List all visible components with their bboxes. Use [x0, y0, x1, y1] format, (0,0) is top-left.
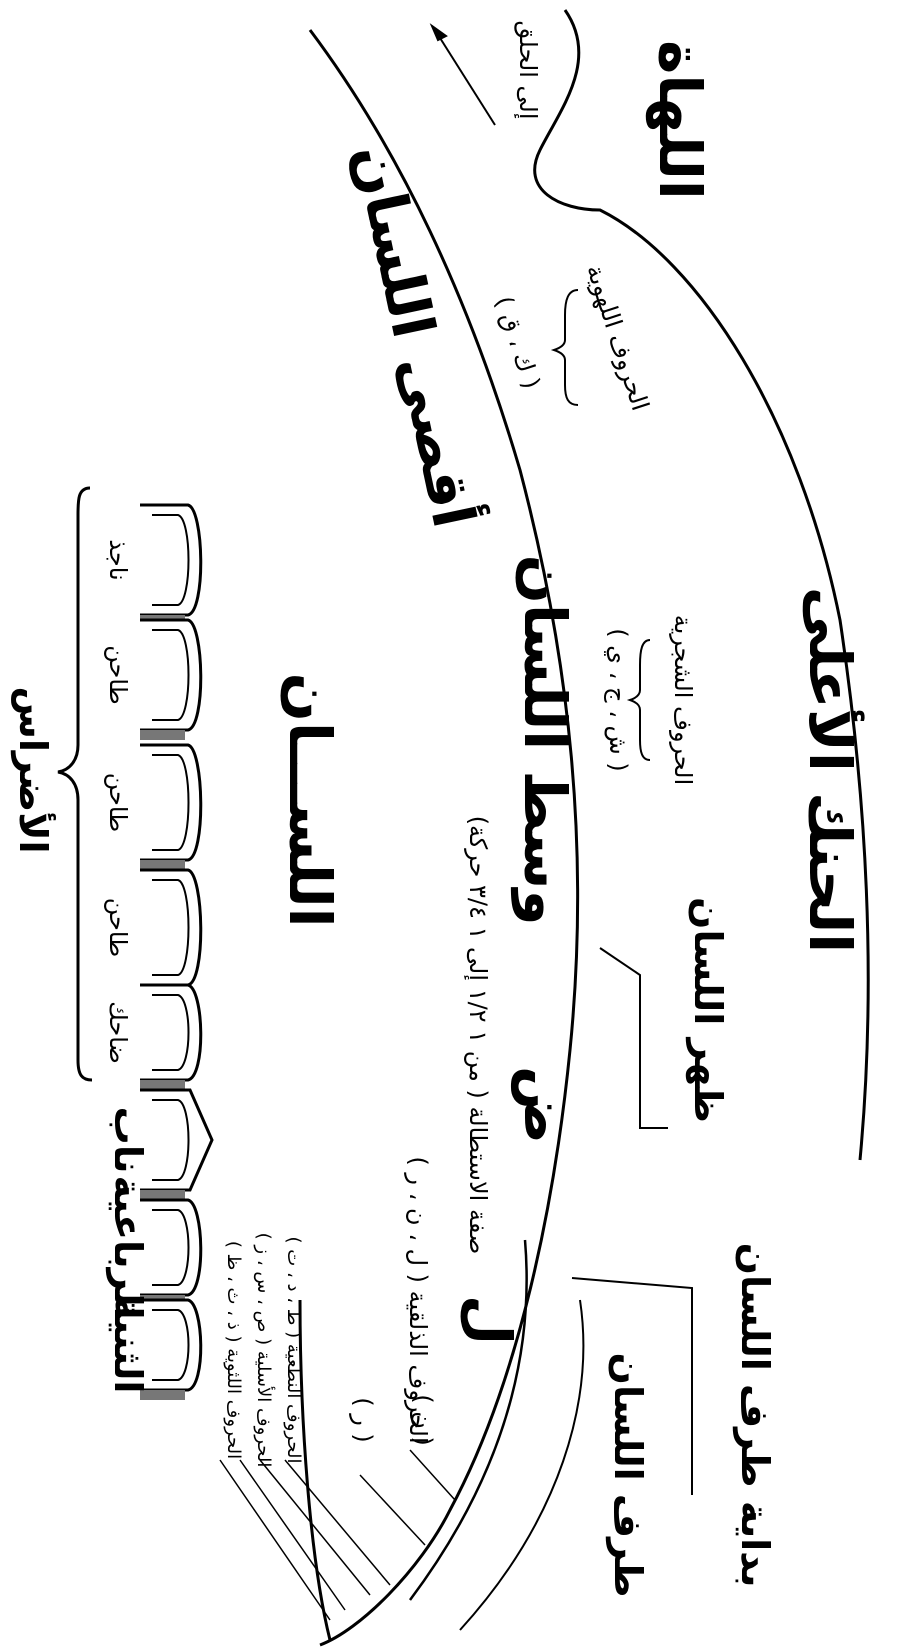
tooth-molar-2-label: طاحن — [104, 645, 132, 705]
tongue-back-label: أقصى اللسان — [341, 137, 492, 533]
uvular-brace — [554, 290, 578, 405]
to-throat-label: إلى الحلق — [513, 20, 542, 119]
molars-brace — [58, 488, 92, 1080]
tooth-molar-3-label: ناجذ — [104, 539, 132, 580]
tooth-molar-3 — [140, 505, 201, 625]
uvula-label: اللهاة — [645, 40, 714, 200]
interdental-group: ( ذ ، ث ، ظ ) الحروف اللثوية — [223, 1241, 244, 1459]
dorsum-pointer — [600, 948, 668, 1128]
palatal-heading: الحروف الشجرية — [669, 615, 697, 785]
alveolar-group: ( ط ، د ، ت ) الحروف النطعية — [283, 1237, 304, 1464]
tongue-tip-label: طرف اللسان — [606, 1353, 650, 1598]
tooth-molar-2 — [140, 620, 201, 740]
tooth-premolar-2 — [140, 870, 201, 995]
tooth-premolar-2-label: طاحن — [104, 898, 132, 958]
sibilant-group: ( ص ، س ، ز ) الحروف الأسلية — [253, 1233, 275, 1468]
to-throat-arrow — [432, 26, 495, 125]
palatal-brace — [630, 640, 650, 760]
lateral-letter: ض — [511, 1066, 579, 1144]
tooth-premolar-1 — [140, 985, 201, 1090]
ra-group: ( ر ) — [349, 1397, 377, 1443]
palatal-letters: ( ش ، ج ، ي ) — [604, 628, 632, 772]
tongue-dorsum-label: ظهر اللسان — [686, 897, 730, 1123]
tooth-premolar-1-label: ضاحك — [104, 1001, 132, 1064]
molars-label: الأضراس — [11, 686, 57, 853]
fluid-letter: ل — [456, 1295, 524, 1345]
nun-group: ( ن ) — [409, 1394, 437, 1446]
tip-letter-arrows — [220, 1450, 455, 1620]
lateral-line: صفة الاستطالة ( من ١ ١/٢ إلى ١ ٣/٤ حركة) — [463, 816, 492, 1255]
uvular-letters: ( ك ، ق ) — [490, 293, 546, 392]
tooth-central-incisor-label: الثنية — [106, 1297, 150, 1394]
tooth-molar-1-label: طاحن — [104, 773, 132, 833]
tooth-canine-label: ناب — [106, 1107, 150, 1174]
uvular-heading: الحروف اللهوية — [581, 261, 655, 414]
tongue-tip-start-label: بداية طرف اللسان — [733, 1243, 777, 1588]
tongue-title: اللســـان — [276, 672, 344, 927]
hard-palate-label: الحنك الأعلى — [796, 587, 865, 953]
tongue-middle-label: وسط اللسان — [510, 554, 579, 925]
tooth-molar-1 — [140, 745, 201, 870]
